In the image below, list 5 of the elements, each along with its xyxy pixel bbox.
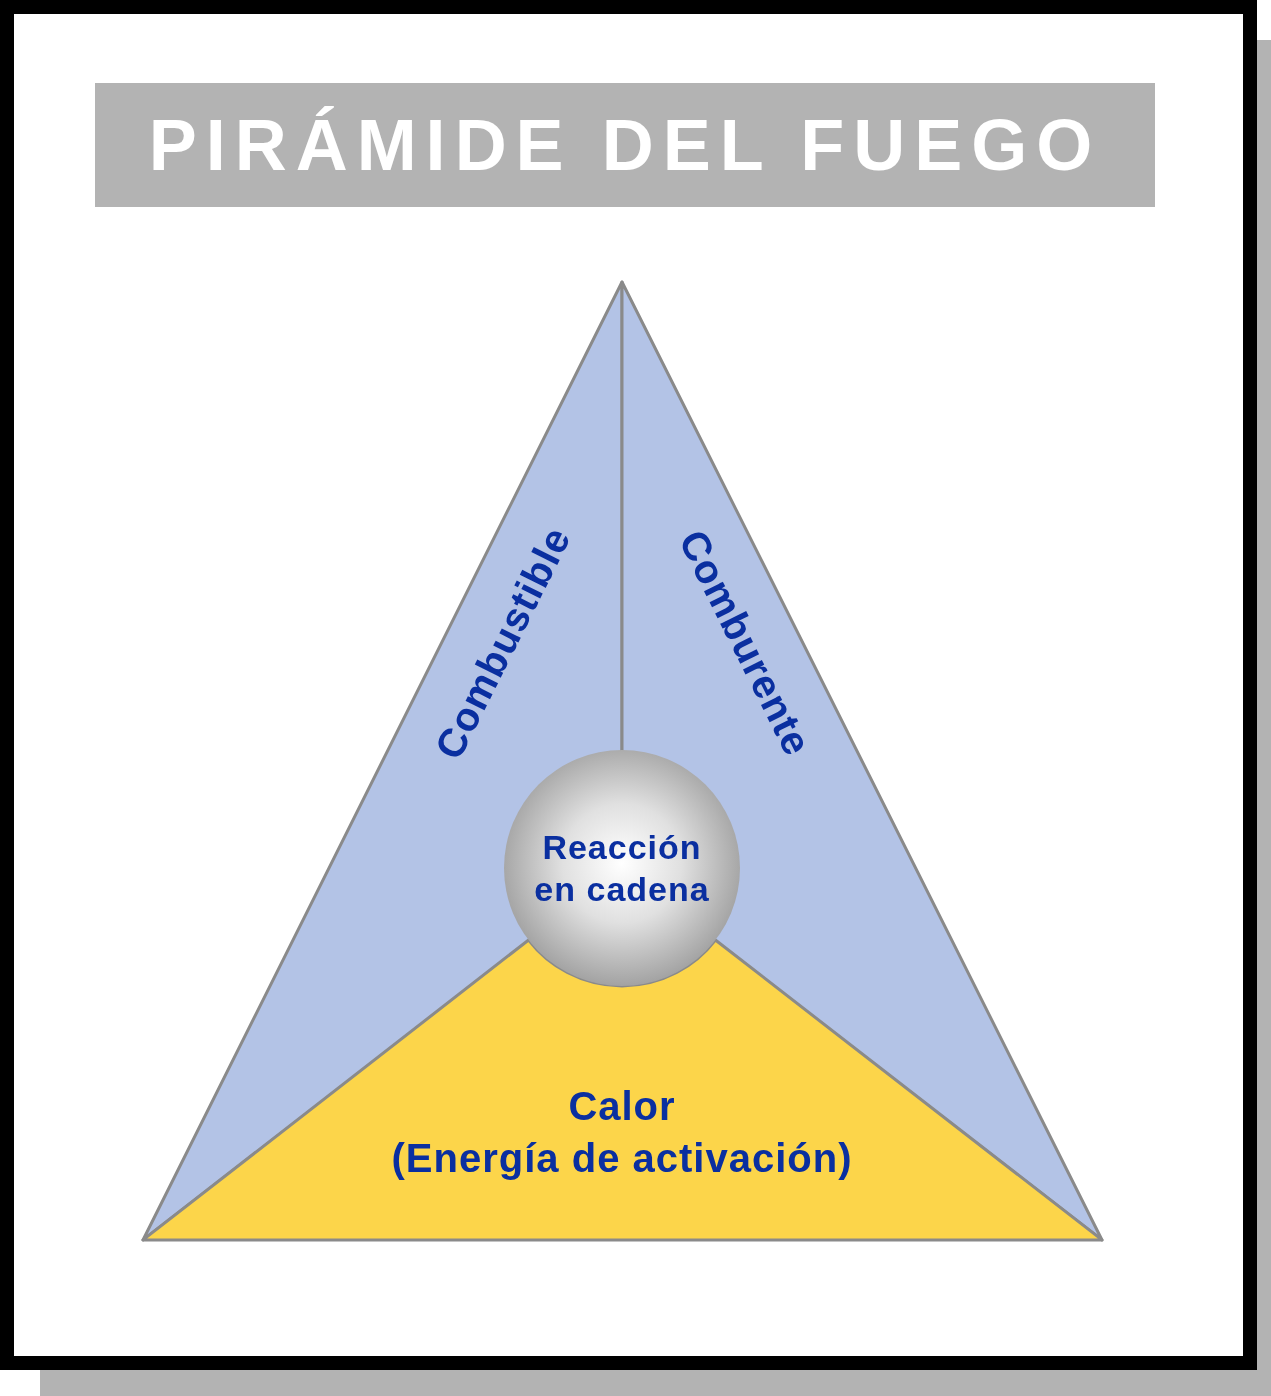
face-label: (Energía de activación) bbox=[391, 1135, 853, 1181]
sphere-label: Reacción en cadena bbox=[533, 827, 711, 910]
face-label: Calor bbox=[568, 1083, 676, 1129]
heat-face bbox=[141, 938, 1104, 1242]
title: PIRÁMIDE DEL FUEGO bbox=[148, 104, 1102, 186]
